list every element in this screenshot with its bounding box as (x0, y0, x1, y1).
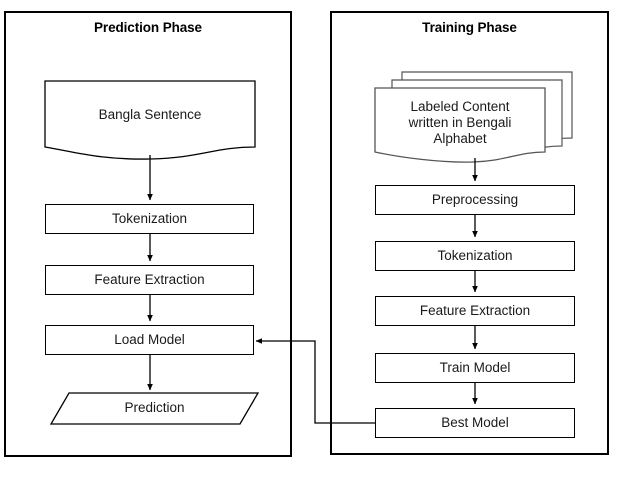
panel-training-phase (330, 11, 609, 455)
node-tokenization-training[interactable]: Tokenization (375, 241, 575, 271)
node-best-model[interactable]: Best Model (375, 408, 575, 438)
node-tokenization-prediction[interactable]: Tokenization (45, 204, 254, 234)
node-train-model[interactable]: Train Model (375, 353, 575, 383)
node-label: Best Model (441, 415, 509, 431)
panel-title-prediction: Prediction Phase (94, 20, 202, 35)
node-feature-extraction-prediction[interactable]: Feature Extraction (45, 265, 254, 295)
panel-title-training: Training Phase (422, 20, 517, 35)
node-preprocessing[interactable]: Preprocessing (375, 185, 575, 215)
node-label: Feature Extraction (419, 303, 531, 319)
node-label: Tokenization (437, 248, 513, 264)
panel-prediction-phase (4, 11, 292, 457)
node-label: Tokenization (111, 211, 188, 227)
node-label: Feature Extraction (94, 272, 205, 288)
node-label: Train Model (439, 360, 511, 376)
node-label: Preprocessing (431, 192, 519, 208)
node-feature-extraction-training[interactable]: Feature Extraction (375, 296, 575, 326)
node-load-model[interactable]: Load Model (45, 325, 254, 355)
node-label: Load Model (114, 332, 185, 348)
